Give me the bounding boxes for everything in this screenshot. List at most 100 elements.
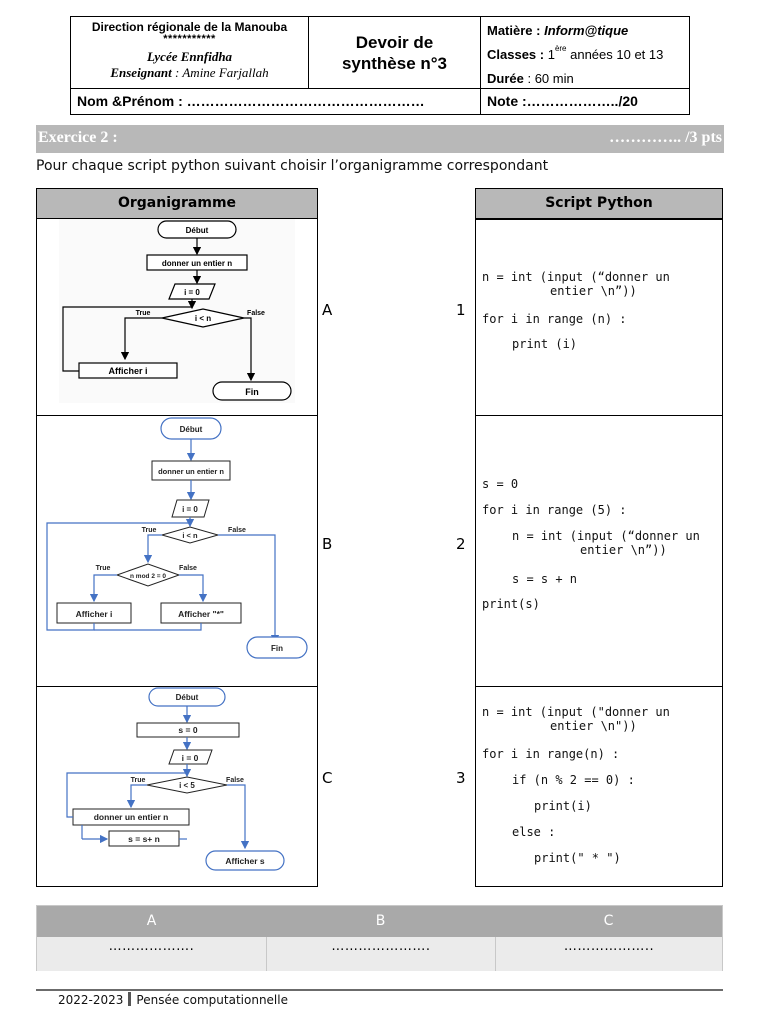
script-1-cell: n = int (input (“donner un entier \n”)) …	[476, 219, 722, 415]
script-2-line-6: print(s)	[482, 597, 540, 611]
fc-false-label: False	[226, 777, 244, 784]
duration-label: Durée	[487, 71, 524, 86]
header-school-cell: Direction régionale de la Manouba ******…	[71, 17, 309, 89]
fc-input-text: donner un entier n	[94, 812, 169, 822]
footer-year: 2022-2023	[58, 993, 124, 1007]
grade-label: Note :………………../20	[487, 93, 638, 109]
script-3-line-2: entier \n"))	[550, 719, 637, 733]
exercise-bar: Exercice 2 : ………….. /3 pts	[36, 125, 724, 153]
script-2-line-5: s = s + n	[512, 572, 578, 586]
exam-title-line1: Devoir de	[355, 32, 434, 52]
fb-end-text: Fin	[271, 644, 283, 653]
label-b: B	[322, 535, 333, 553]
flowchart-c-diagram: Début s = 0 i = 0 i < 5 True False donne…	[66, 687, 285, 871]
name-field[interactable]: Nom &Prénom : ……………………………………………	[71, 89, 481, 114]
exercise-instruction: Pour chaque script python suivant choisi…	[36, 158, 549, 174]
script-column-header: Script Python	[476, 189, 722, 219]
flowchart-column-header: Organigramme	[37, 189, 317, 219]
duration-value: : 60 min	[523, 71, 574, 86]
flowchart-b: Début donner un entier n i = 0 i < n Tru…	[37, 416, 317, 686]
teacher-line: Enseignant : Amine Farjallah	[71, 65, 308, 81]
flowchart-a-diagram: Début donner un entier n i = 0 i < n Tru…	[59, 219, 295, 403]
exam-title-line2: synthèse n°3	[341, 53, 448, 73]
fb-output-i-text: Afficher i	[76, 609, 113, 619]
header-table: Direction régionale de la Manouba ******…	[70, 16, 690, 115]
script-1-line-4: print (i)	[512, 337, 578, 351]
script-3-line-1: n = int (input ("donner un	[482, 705, 670, 719]
script-3-line-3: for i in range(n) :	[482, 747, 620, 761]
classes-superscript: ère	[554, 44, 567, 53]
script-1-line-3: for i in range (n) :	[482, 312, 627, 326]
fc-s-init-box	[136, 722, 240, 738]
fc-init-parallelogram	[168, 749, 213, 765]
fb-init-text: i = 0	[182, 505, 198, 514]
script-1-line-1: n = int (input (“donner un	[482, 270, 670, 284]
script-3-cell: n = int (input ("donner un entier \n")) …	[476, 686, 722, 886]
answer-table: A B C ………………. …………………. ………………..	[36, 905, 723, 971]
label-3: 3	[456, 769, 466, 787]
script-2-line-2: for i in range (5) :	[482, 503, 627, 517]
fa-condition-text: i < n	[195, 314, 211, 323]
exercise-title: Exercice 2 :	[38, 129, 118, 146]
fa-end-text: Fin	[245, 387, 259, 397]
fa-true-label: True	[136, 310, 151, 317]
school-name: Lycée Ennfidha	[146, 49, 233, 64]
label-a: A	[322, 301, 333, 319]
fb-true2-label: True	[96, 565, 111, 572]
stars-separator: ***********	[163, 33, 216, 45]
answer-field-b[interactable]: ………………….	[266, 937, 495, 971]
fc-condition-text: i < 5	[179, 781, 195, 790]
fb-init-parallelogram	[171, 499, 210, 518]
script-3-line-4: if (n % 2 == 0) :	[512, 773, 635, 787]
fb-output-star-text: Afficher "*"	[178, 609, 224, 619]
script-1-line-2: entier \n”))	[550, 284, 637, 298]
duration-row: Durée : 60 min	[487, 68, 689, 89]
fc-init-text: i = 0	[182, 753, 199, 763]
flowchart-a: Début donner un entier n i = 0 i < n Tru…	[37, 219, 317, 415]
script-2-line-1: s = 0	[482, 477, 519, 491]
fa-start-text: Début	[186, 226, 209, 235]
fc-end-text: Afficher s	[225, 856, 264, 866]
answer-header-a: A	[37, 906, 266, 937]
name-label: Nom &Prénom : ……………………………………………	[77, 93, 425, 109]
flowchart-column: Organigramme Début donner un entier n i …	[36, 188, 318, 887]
fb-false2-label: False	[179, 565, 197, 572]
fb-input-text: donner un entier n	[158, 467, 224, 476]
fc-true-label: True	[131, 777, 146, 784]
script-2-line-4: entier \n”))	[580, 543, 667, 557]
script-3-line-7: print(" * ")	[534, 851, 621, 865]
classes-label: Classes :	[487, 47, 548, 62]
grade-field: Note :………………../20	[481, 89, 689, 114]
exercise-points: ………….. /3 pts	[609, 129, 722, 146]
teacher-label: Enseignant	[110, 65, 172, 80]
header-info-cell: Matière : Inform@tique Classes : 1ère an…	[481, 17, 689, 89]
fa-input-text: donner un entier n	[162, 259, 232, 268]
script-3-line-5: print(i)	[534, 799, 592, 813]
fa-end-terminal	[212, 381, 292, 401]
flowchart-b-diagram: Début donner un entier n i = 0 i < n Tru…	[46, 417, 308, 659]
footer-bar	[128, 992, 132, 1006]
fa-output-text: Afficher i	[108, 366, 147, 376]
fc-s-init-text: s = 0	[178, 725, 197, 735]
fc-end-terminal	[205, 850, 285, 871]
flowchart-separator-2	[37, 686, 317, 687]
fb-start-text: Début	[180, 425, 203, 434]
answer-header-b: B	[266, 906, 495, 937]
script-column: Script Python n = int (input (“donner un…	[475, 188, 723, 887]
subject-value: Inform@tique	[544, 23, 629, 38]
label-c: C	[322, 769, 333, 787]
fb-true-label: True	[142, 527, 157, 534]
script-2-line-3: n = int (input (“donner un	[512, 529, 700, 543]
answer-field-a[interactable]: ……………….	[37, 937, 266, 971]
footer-subject: Pensée computationnelle	[136, 993, 288, 1007]
subject-label: Matière :	[487, 23, 545, 38]
answer-field-c[interactable]: ………………..	[495, 937, 722, 971]
fa-false-label: False	[247, 310, 265, 317]
teacher-name: : Amine Farjallah	[171, 65, 269, 80]
fc-accum-text: s = s+ n	[128, 834, 160, 844]
classes-row: Classes : 1ère années 10 et 13	[487, 44, 689, 65]
fa-init-text: i = 0	[184, 288, 200, 297]
label-2: 2	[456, 535, 466, 553]
fa-init-parallelogram	[168, 283, 216, 300]
flowchart-separator-1	[37, 415, 317, 416]
